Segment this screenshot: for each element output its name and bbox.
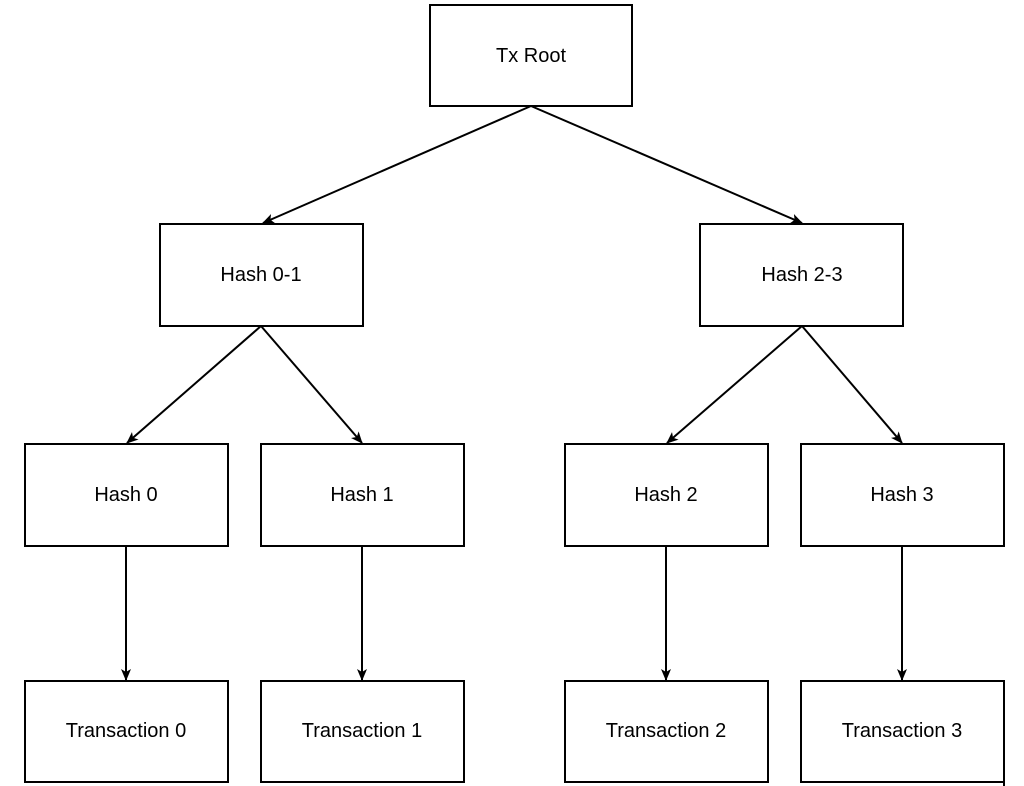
node-hash-0-1-label: Hash 0-1 <box>220 264 301 286</box>
node-hash-0-label: Hash 0 <box>94 484 157 506</box>
node-transaction-3-label: Transaction 3 <box>842 720 962 742</box>
node-transaction-1: Transaction 1 <box>260 680 465 783</box>
node-hash-2-3-box <box>699 223 904 327</box>
node-hash-0: Hash 0 <box>24 443 229 547</box>
node-transaction-2-label: Transaction 2 <box>606 720 726 742</box>
node-transaction-0-label: Transaction 0 <box>66 720 186 742</box>
nodes-group: Tx Root Hash 0-1 Hash 2-3 Hash 0 Hash 1 … <box>24 4 1005 783</box>
node-transaction-0-box <box>24 680 229 783</box>
node-transaction-0: Transaction 0 <box>24 680 229 783</box>
node-hash-2-box <box>564 443 769 547</box>
edge-hash-0-1-to-hash-0 <box>126 325 262 444</box>
edge-tx-root-to-hash-2-3 <box>530 105 803 224</box>
edge-hash-2-3-to-hash-2 <box>666 325 803 444</box>
node-transaction-1-box <box>260 680 465 783</box>
node-hash-1-label: Hash 1 <box>330 484 393 506</box>
node-hash-3-box <box>800 443 1005 547</box>
node-hash-1-box <box>260 443 465 547</box>
node-transaction-2-box <box>564 680 769 783</box>
node-hash-2-label: Hash 2 <box>634 484 697 506</box>
node-transaction-2: Transaction 2 <box>564 680 769 783</box>
node-tx-root-box <box>429 4 633 107</box>
edge-hash-0-1-to-hash-1 <box>260 325 363 444</box>
node-tx-root: Tx Root <box>429 4 633 107</box>
node-tx-root-label: Tx Root <box>496 45 566 67</box>
node-transaction-3-box <box>800 680 1005 783</box>
node-transaction-3: Transaction 3 <box>800 680 1005 783</box>
node-hash-2-3-label: Hash 2-3 <box>761 264 842 286</box>
node-hash-0-1-box <box>159 223 364 327</box>
node-hash-1: Hash 1 <box>260 443 465 547</box>
edges-group <box>121 105 907 681</box>
edge-hash-2-3-to-hash-3 <box>801 325 903 444</box>
node-hash-2-3: Hash 2-3 <box>699 223 904 327</box>
node-hash-3: Hash 3 <box>800 443 1005 547</box>
node-hash-0-box <box>24 443 229 547</box>
node-hash-3-label: Hash 3 <box>870 484 933 506</box>
node-transaction-1-label: Transaction 1 <box>302 720 422 742</box>
edge-tx-root-to-hash-0-1 <box>262 105 532 224</box>
node-hash-0-1: Hash 0-1 <box>159 223 364 327</box>
node-hash-2: Hash 2 <box>564 443 769 547</box>
